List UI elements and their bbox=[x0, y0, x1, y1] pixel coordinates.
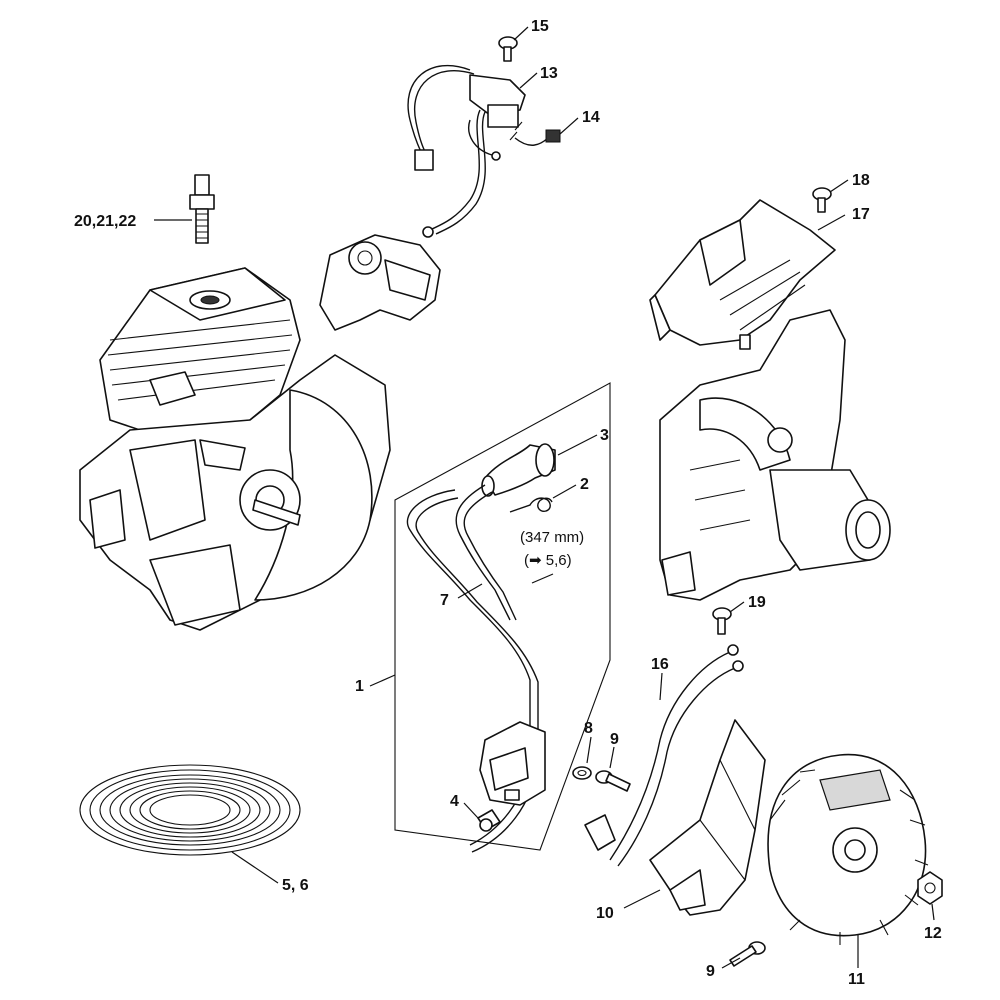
label-9-upper: 9 bbox=[610, 731, 619, 748]
baffle-10 bbox=[649, 719, 766, 916]
spark-plug bbox=[189, 174, 215, 244]
label-15: 15 bbox=[531, 18, 549, 35]
label-3: 3 bbox=[600, 427, 609, 444]
leader-lines bbox=[154, 26, 935, 969]
rewind-spring-5-6 bbox=[79, 764, 301, 856]
ignition-module-1 bbox=[479, 721, 546, 806]
label-11: 11 bbox=[848, 971, 865, 988]
label-1: 1 bbox=[355, 678, 364, 695]
reference-note: (➡ 5,6) bbox=[524, 552, 572, 569]
part-1-group-outline bbox=[394, 382, 611, 851]
shroud-17 bbox=[649, 199, 836, 350]
screw-18 bbox=[812, 187, 832, 213]
spark-plug-boot-3 bbox=[481, 443, 556, 497]
label-20-21-22: 20,21,22 bbox=[74, 213, 136, 230]
label-13: 13 bbox=[540, 65, 558, 82]
label-4: 4 bbox=[450, 793, 459, 810]
label-12: 12 bbox=[924, 925, 942, 942]
screw-19 bbox=[712, 607, 732, 635]
connector-4 bbox=[477, 809, 501, 832]
ignition-housing bbox=[319, 234, 441, 331]
nut-12 bbox=[917, 871, 943, 905]
label-17: 17 bbox=[852, 206, 870, 223]
screw-15 bbox=[498, 36, 518, 62]
label-7: 7 bbox=[440, 592, 449, 609]
connector-14 bbox=[514, 129, 561, 146]
label-9-lower: 9 bbox=[706, 963, 715, 980]
label-10: 10 bbox=[596, 905, 614, 922]
label-2: 2 bbox=[580, 476, 589, 493]
screw-9-lower bbox=[729, 941, 766, 967]
label-14: 14 bbox=[582, 109, 600, 126]
crankcase-right bbox=[659, 309, 891, 601]
short-circuit-wire-16 bbox=[584, 644, 744, 867]
label-19: 19 bbox=[748, 594, 766, 611]
flywheel-11 bbox=[767, 753, 929, 945]
cylinder-crankcase bbox=[79, 267, 391, 631]
label-5-6: 5, 6 bbox=[282, 877, 309, 894]
washer-8 bbox=[572, 766, 592, 780]
spring-2 bbox=[509, 497, 553, 513]
screw-9-upper bbox=[595, 770, 631, 792]
label-18: 18 bbox=[852, 172, 870, 189]
wiring-harness-13 bbox=[407, 65, 526, 238]
label-8: 8 bbox=[584, 720, 593, 737]
length-note: (347 mm) bbox=[520, 529, 584, 546]
label-16: 16 bbox=[651, 656, 669, 673]
